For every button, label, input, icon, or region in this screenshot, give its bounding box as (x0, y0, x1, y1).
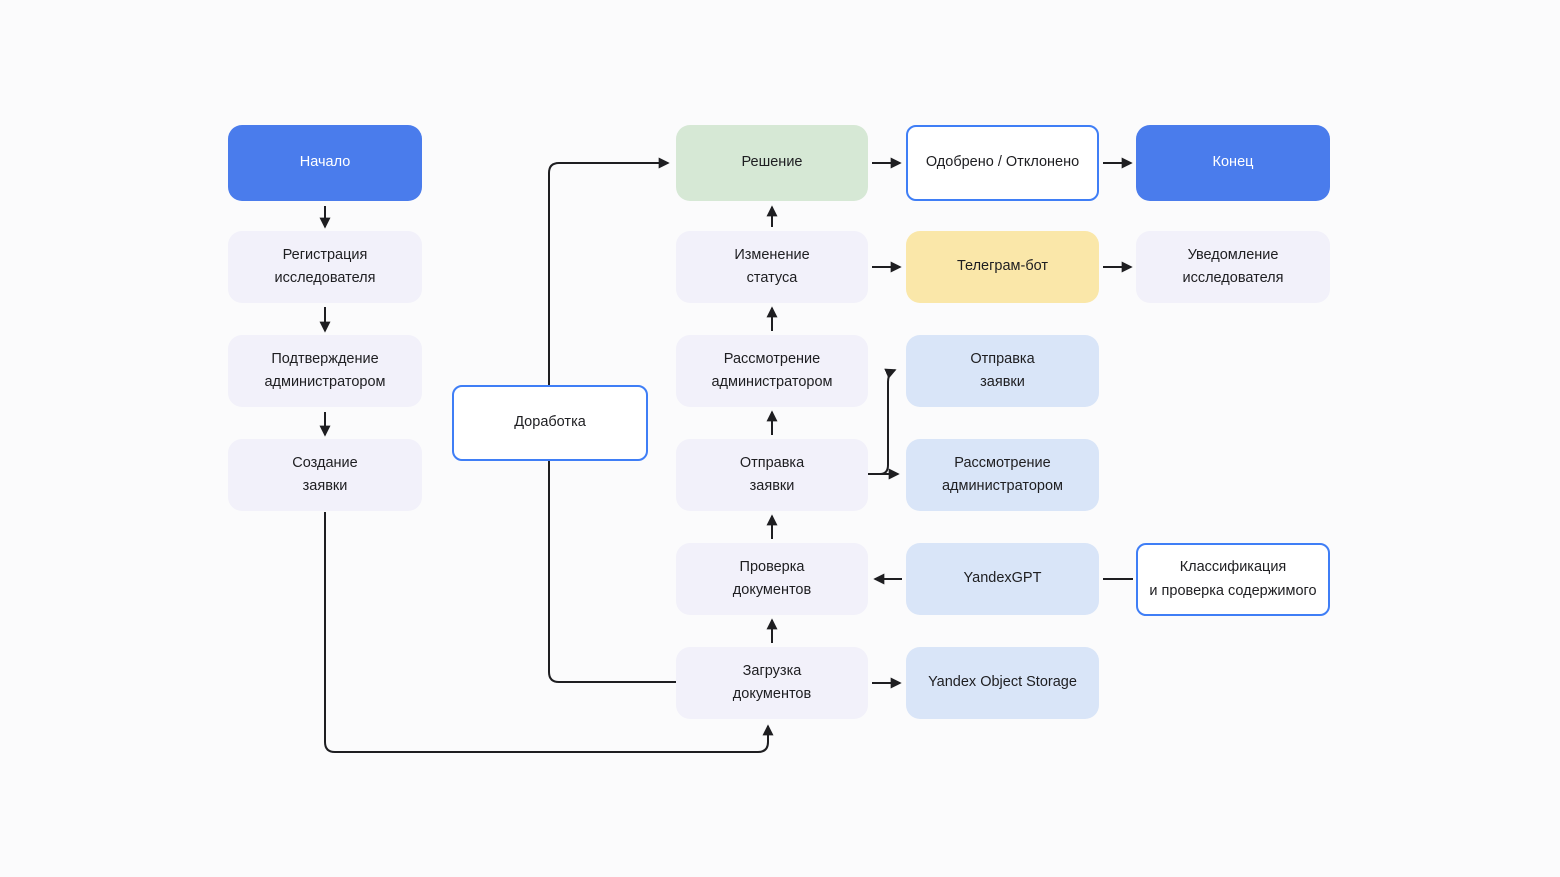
node-admin-review-main: Рассмотрение администратором (676, 335, 868, 407)
node-researcher-notification: Уведомление исследователя (1136, 231, 1330, 303)
node-yandex-gpt: YandexGPT (906, 543, 1099, 615)
node-admin-review-side: Рассмотрение администратором (906, 439, 1099, 511)
node-yandex-object-storage: Yandex Object Storage (906, 647, 1099, 719)
node-telegram-bot: Телеграм-бот (906, 231, 1099, 303)
node-approved-rejected: Одобрено / Отклонено (906, 125, 1099, 201)
edge-send-fork-up (868, 368, 897, 475)
node-request-send-side: Отправка заявки (906, 335, 1099, 407)
node-request-creation: Создание заявки (228, 439, 422, 511)
edge-creation-upload (324, 512, 774, 753)
node-decision: Решение (676, 125, 868, 201)
node-status-change: Изменение статуса (676, 231, 868, 303)
node-classification: Классификация и проверка содержимого (1136, 543, 1330, 616)
node-document-check: Проверка документов (676, 543, 868, 615)
node-rework: Доработка (452, 385, 648, 461)
node-document-upload: Загрузка документов (676, 647, 868, 719)
node-admin-confirmation: Подтверждение администратором (228, 335, 422, 407)
node-request-send-main: Отправка заявки (676, 439, 868, 511)
node-end: Конец (1136, 125, 1330, 201)
node-researcher-registration: Регистрация исследователя (228, 231, 422, 303)
node-start: Начало (228, 125, 422, 201)
